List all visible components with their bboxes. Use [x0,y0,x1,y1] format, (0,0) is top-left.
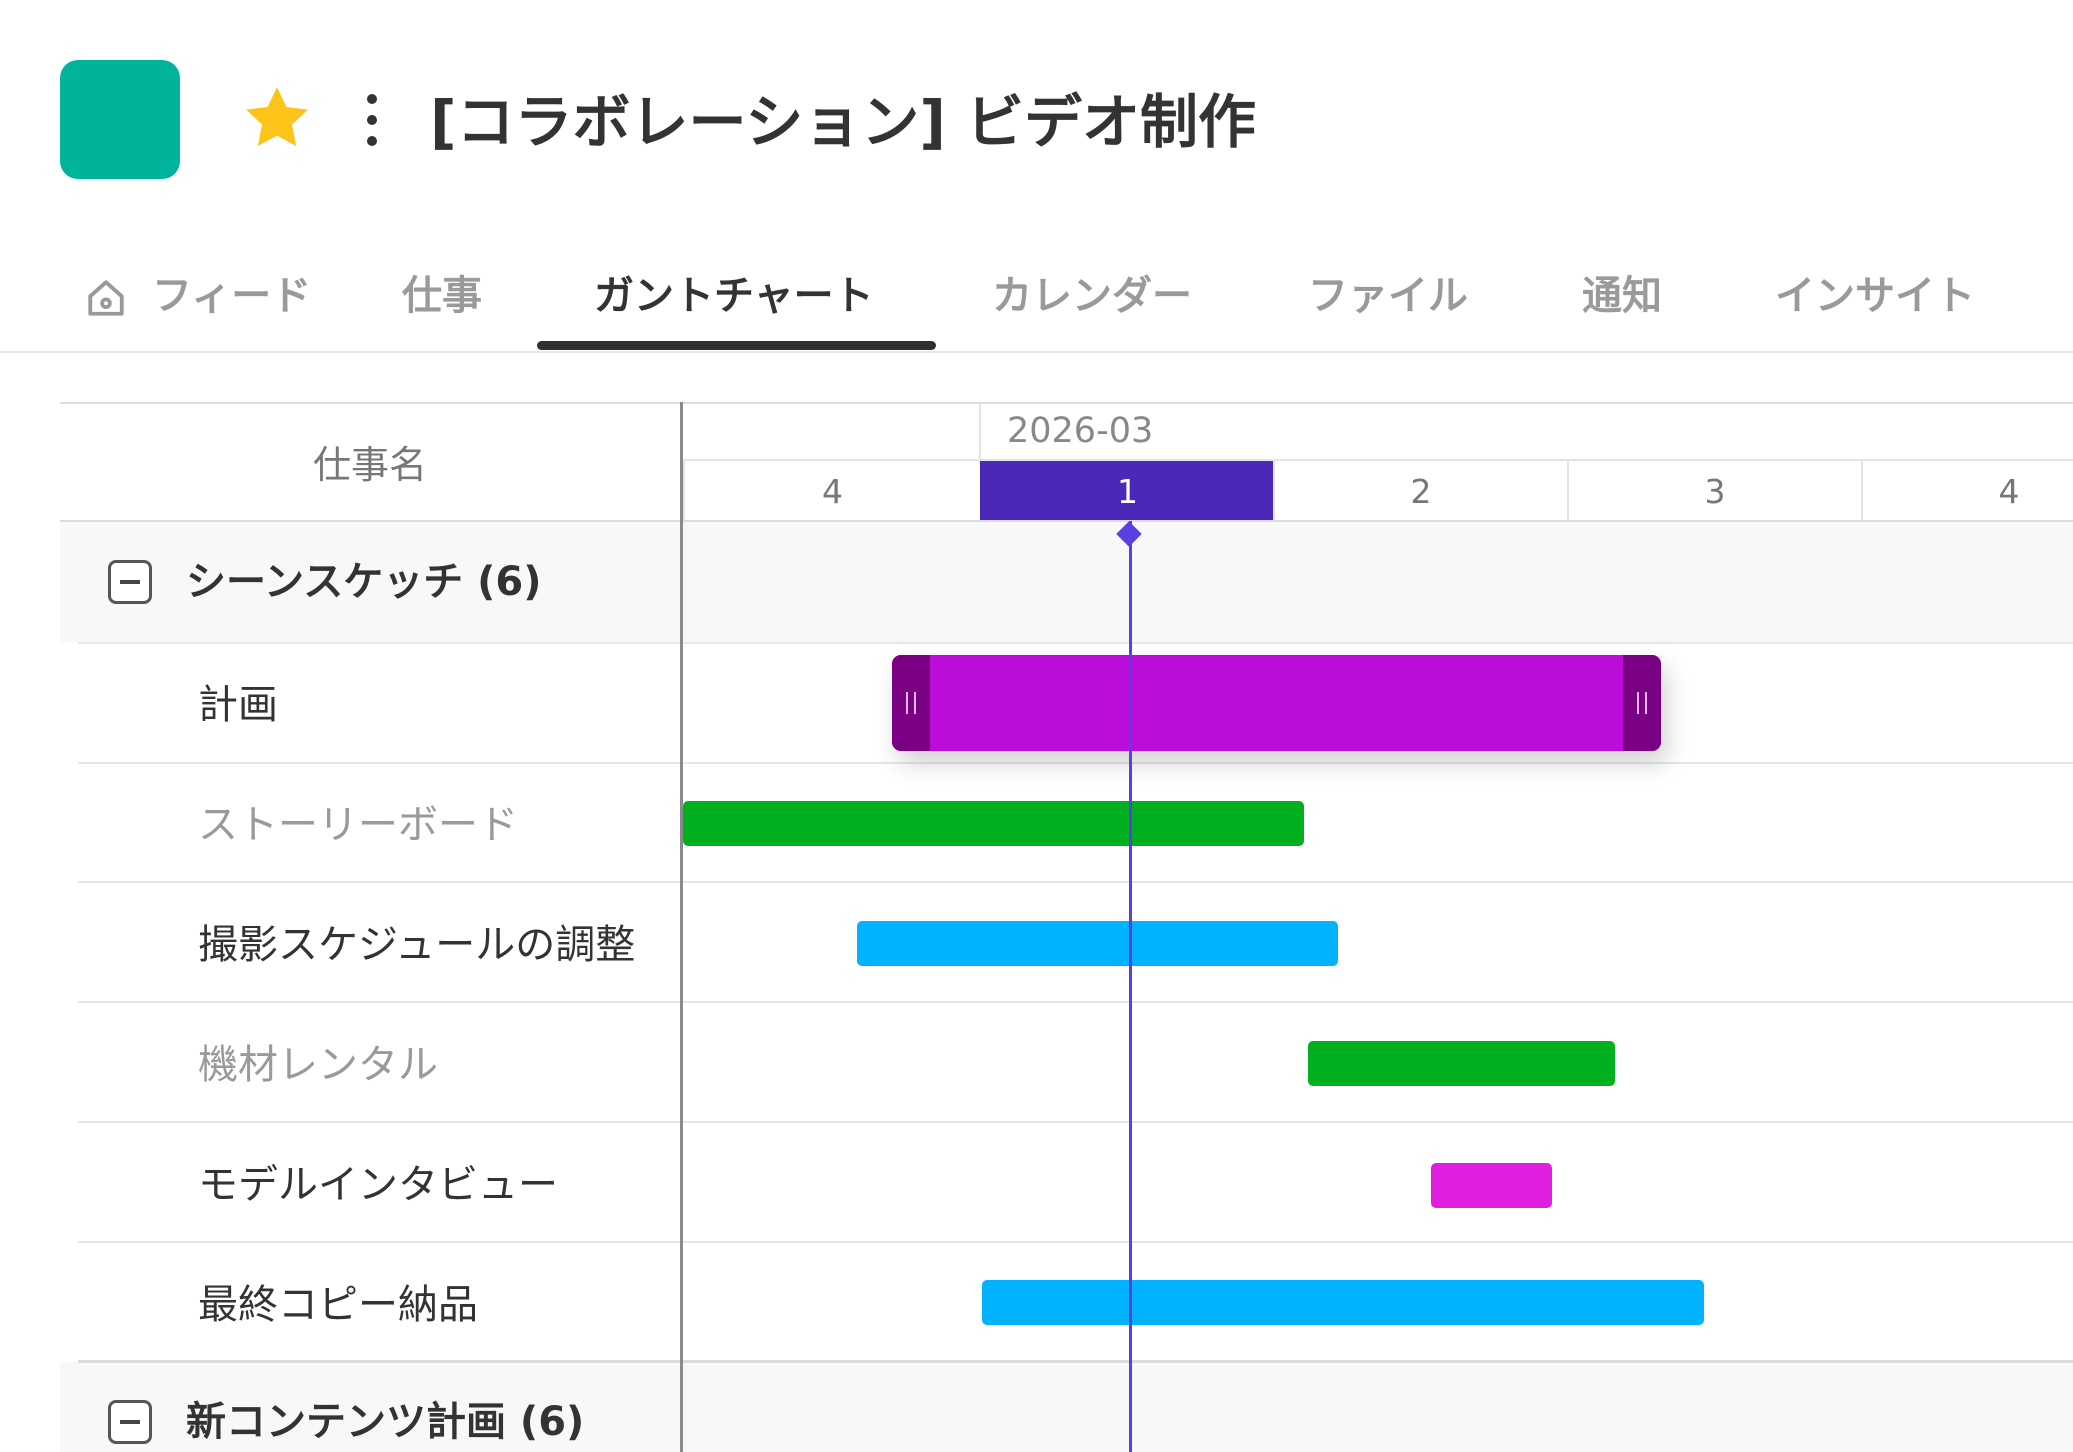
task-name[interactable]: 計画 [198,682,278,728]
row-divider [78,1360,2073,1363]
row-divider [78,881,2073,883]
tab-tasks[interactable]: 仕事 [402,273,482,319]
task-bar[interactable] [982,1280,1704,1325]
tab-feed[interactable]: フィード [152,273,312,319]
tab-files[interactable]: ファイル [1308,273,1468,319]
header-divider [60,520,2073,522]
gantt-top-border [60,402,2073,404]
star-icon[interactable] [238,80,316,158]
month-divider [979,404,981,464]
month-divider [683,459,2073,461]
task-name[interactable]: 撮影スケジュールの調整 [198,922,636,968]
project-icon [60,60,180,179]
collapse-icon[interactable] [108,1400,152,1444]
today-line [1129,521,1132,1452]
row-divider [78,762,2073,764]
more-vertical-icon[interactable] [352,88,392,152]
project-title: [コラボレーション] ビデオ制作 [430,88,1257,156]
group-label[interactable]: 新コンテンツ計画 (6) [186,1399,585,1445]
day-cell: 4 [683,461,980,521]
pane-splitter[interactable] [680,402,683,1452]
task-name[interactable]: 機材レンタル [198,1042,438,1088]
row-divider [78,1241,2073,1243]
task-bar[interactable] [683,801,1304,846]
home-icon [84,277,128,319]
group-row-bg [683,522,2073,642]
resize-handle-left[interactable] [892,655,930,751]
task-bar-selected[interactable] [892,655,1661,751]
tab-insights[interactable]: インサイト [1775,273,1975,319]
row-divider [78,1001,2073,1003]
tabs-divider [0,351,2073,353]
task-bar[interactable] [857,921,1338,966]
task-name[interactable]: 最終コピー納品 [198,1282,478,1328]
group-row-bg [60,1362,680,1452]
tab-notifications[interactable]: 通知 [1582,273,1662,319]
task-bar[interactable] [1431,1163,1552,1208]
active-tab-indicator [537,341,936,350]
tab-gantt[interactable]: ガントチャート [594,273,874,319]
task-name[interactable]: モデルインタビュー [198,1162,558,1208]
resize-handle-right[interactable] [1623,655,1661,751]
collapse-icon[interactable] [108,560,152,604]
day-cell: 2 [1273,461,1567,521]
group-label[interactable]: シーンスケッチ (6) [186,559,542,605]
day-cell: 3 [1567,461,1861,521]
tab-calendar[interactable]: カレンダー [992,273,1192,319]
task-bar[interactable] [1308,1041,1615,1086]
task-name[interactable]: ストーリーボード [198,802,518,848]
group-row-bg [60,522,680,642]
row-divider [78,1121,2073,1123]
row-divider [78,642,2073,644]
day-cell: 4 [1861,461,2073,521]
task-column-header: 仕事名 [312,443,427,487]
month-label: 2026-03 [1007,411,1154,451]
day-cell-today: 1 [980,461,1273,521]
group-row-bg [683,1362,2073,1452]
